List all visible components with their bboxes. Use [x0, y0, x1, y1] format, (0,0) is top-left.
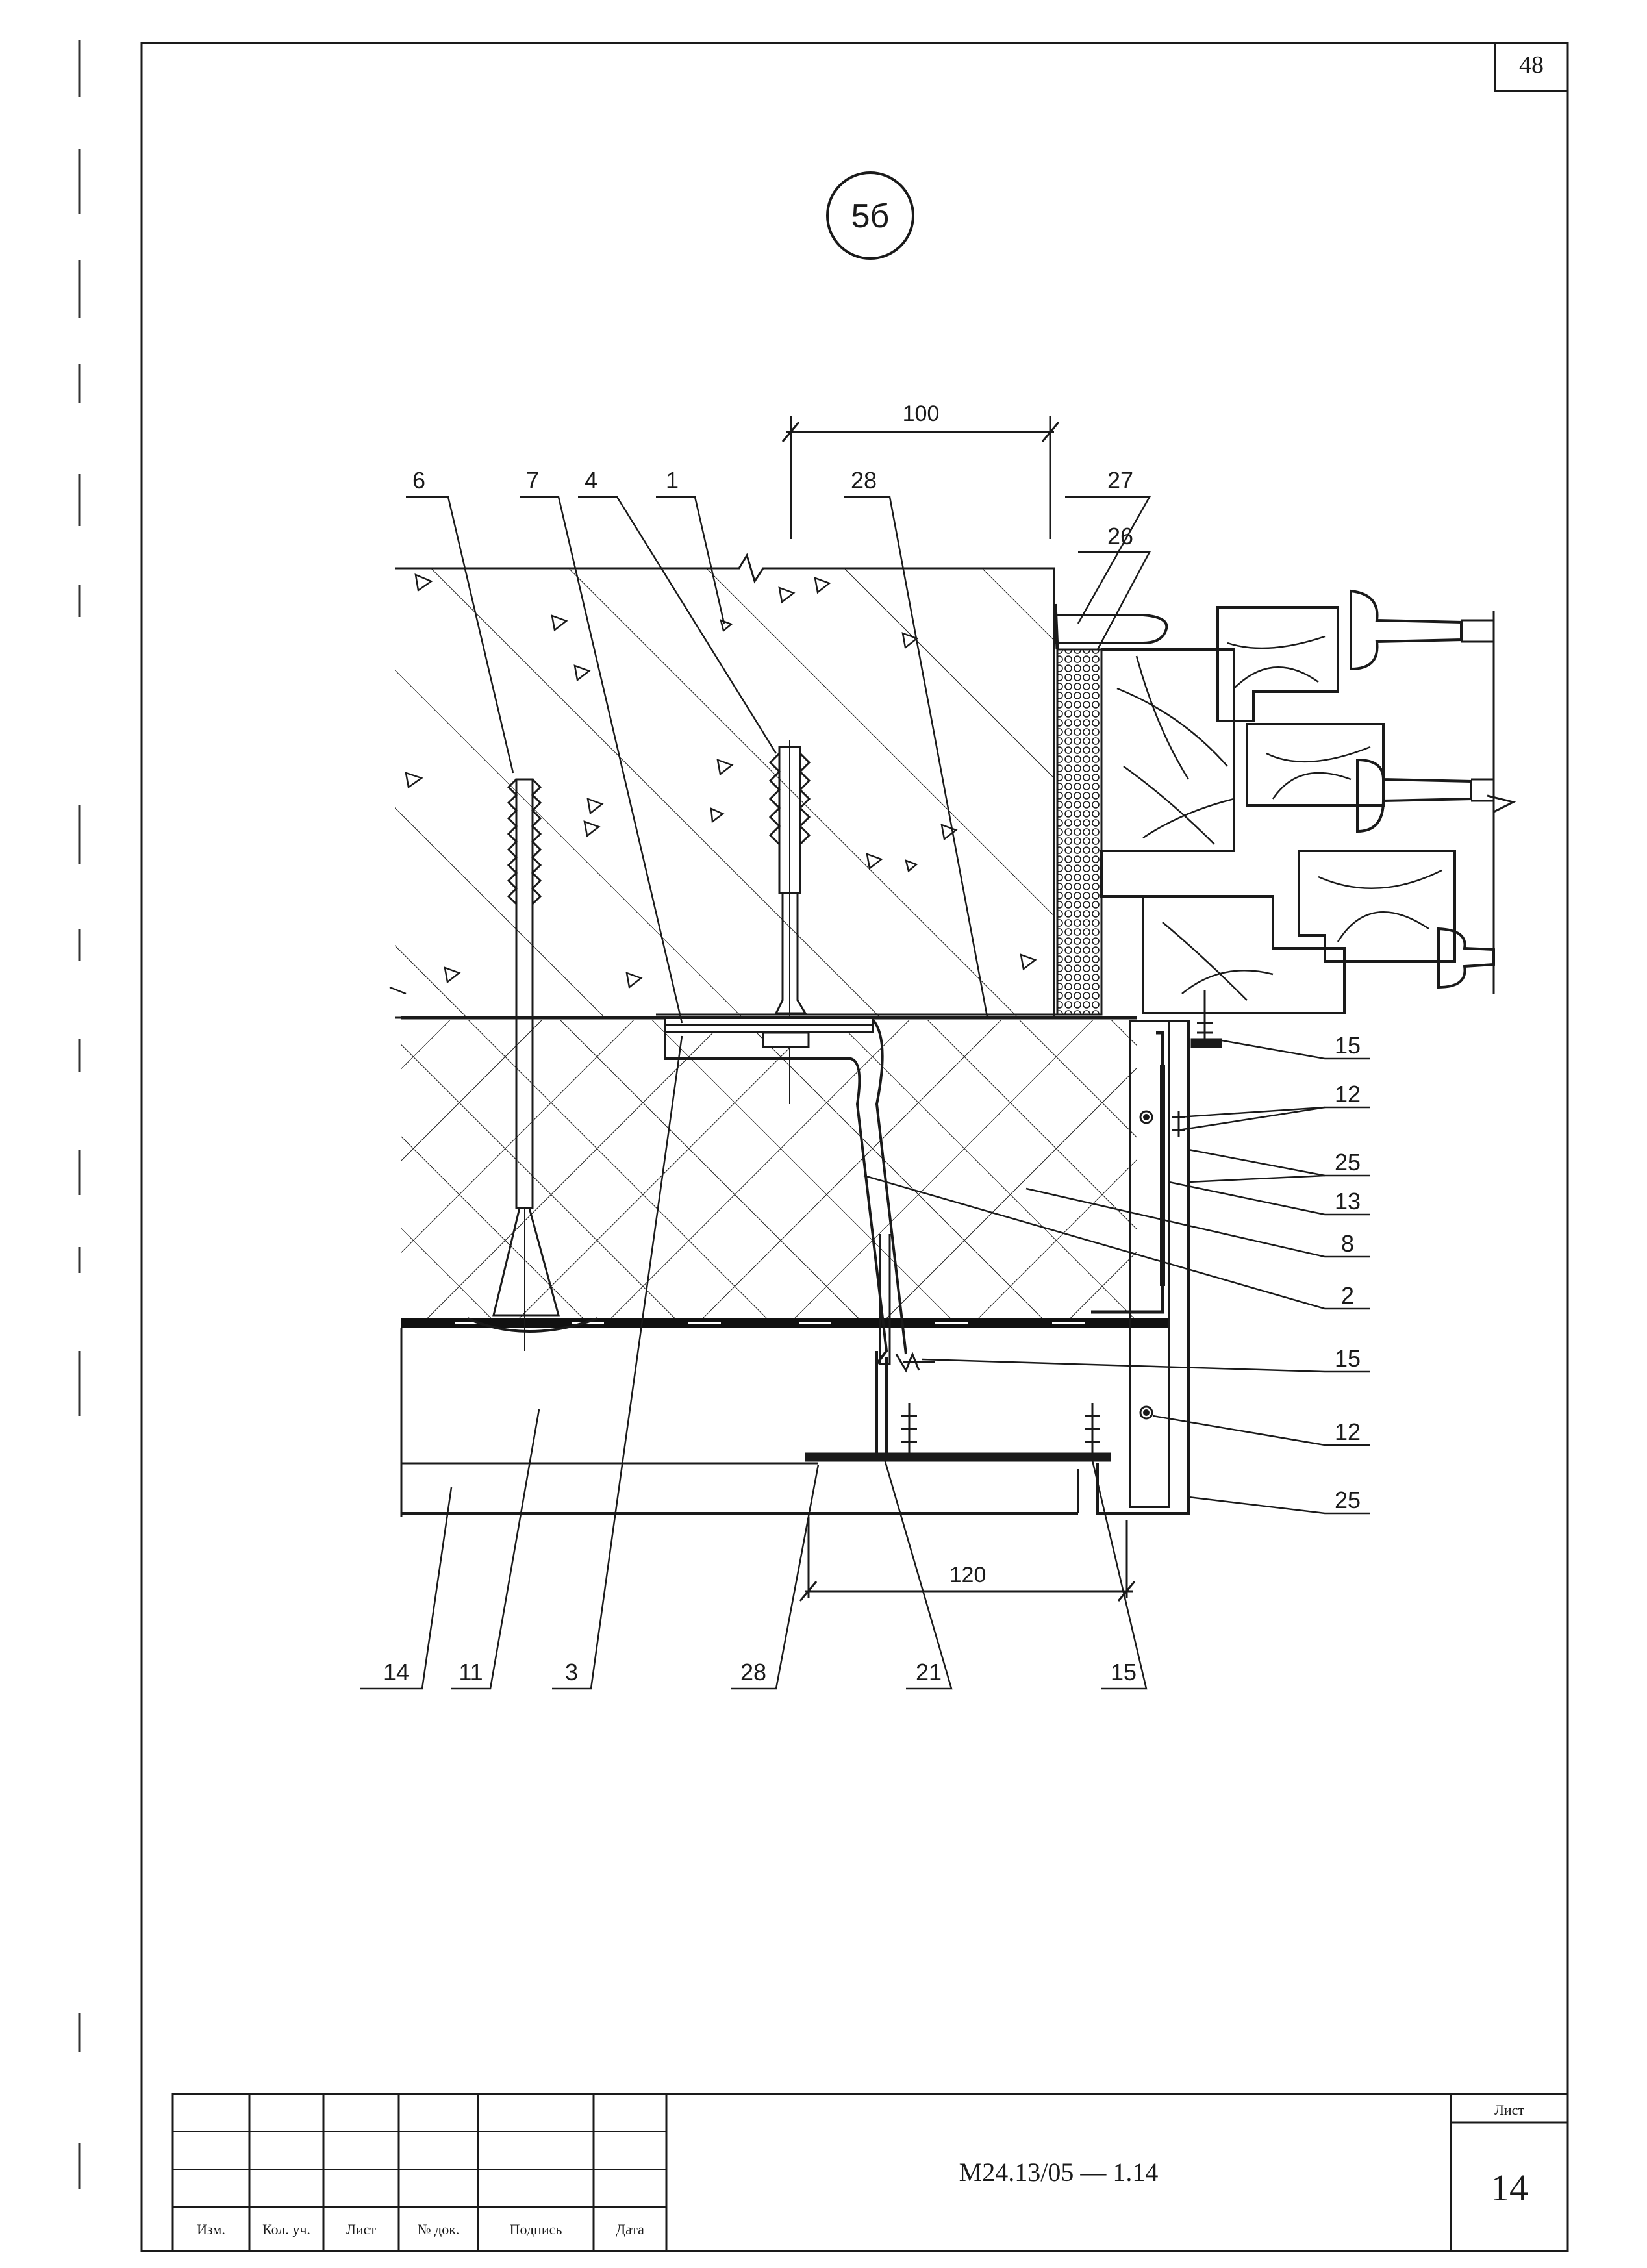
- corner-number: 48: [1519, 51, 1544, 79]
- callout-25-b: 25: [1335, 1487, 1361, 1513]
- callout-14: 14: [383, 1659, 409, 1685]
- title-block: [171, 2093, 1569, 2252]
- callout-4: 4: [585, 467, 597, 494]
- dimension-top-label: 100: [903, 401, 940, 426]
- callout-11: 11: [459, 1659, 483, 1685]
- callout-2: 2: [1341, 1282, 1354, 1309]
- window-frame: [1053, 589, 1516, 1016]
- leaders-top: [406, 496, 1151, 1024]
- windproof-membrane: [401, 1318, 1168, 1328]
- dimension-top: [781, 416, 1060, 539]
- callout-15-b: 15: [1335, 1345, 1361, 1372]
- self-tapping-screws: [895, 990, 1222, 1458]
- air-gap-and-cladding: [400, 1328, 1111, 1517]
- callout-27: 27: [1107, 467, 1133, 494]
- leaders-right: [863, 1038, 1370, 1515]
- callout-15-c: 15: [1111, 1659, 1137, 1685]
- tb-col-date: Дата: [616, 2221, 644, 2237]
- leaders-bottom: [360, 1035, 1148, 1690]
- callout-6: 6: [412, 467, 425, 494]
- dimension-bottom-label: 120: [949, 1563, 987, 1587]
- callout-1: 1: [666, 467, 679, 494]
- callout-12-a: 12: [1335, 1081, 1361, 1107]
- tb-col-rev: Изм.: [197, 2221, 225, 2237]
- window-slope-profile: [1091, 1020, 1190, 1515]
- sheet-number: 14: [1490, 2167, 1528, 2209]
- callout-21: 21: [916, 1659, 942, 1685]
- callout-26: 26: [1107, 523, 1133, 549]
- sheet-label: Лист: [1494, 2102, 1524, 2118]
- detail-mark-circle: [826, 171, 914, 260]
- tb-col-sign: Подпись: [510, 2221, 562, 2237]
- concrete-wall: [389, 553, 1055, 1019]
- callout-28-top: 28: [851, 467, 877, 494]
- callout-12-b: 12: [1335, 1418, 1361, 1445]
- document-code: М24.13/05 — 1.14: [959, 2158, 1159, 2187]
- dimension-bottom: [799, 1517, 1136, 1602]
- callout-25-a: 25: [1335, 1149, 1361, 1176]
- callout-28-bot: 28: [740, 1659, 766, 1685]
- insulation-layer: [401, 1016, 1137, 1320]
- tb-col-sheet: Лист: [346, 2221, 376, 2237]
- callout-8: 8: [1341, 1230, 1354, 1257]
- callout-7: 7: [526, 467, 539, 494]
- callout-15-a: 15: [1335, 1032, 1361, 1059]
- wall-bracket: [664, 1016, 907, 1455]
- callout-13: 13: [1335, 1188, 1361, 1215]
- corner-number-box: [1494, 43, 1568, 92]
- tb-col-count: Кол. уч.: [262, 2221, 310, 2237]
- facade-dowel: [467, 778, 598, 1351]
- callout-3: 3: [565, 1659, 578, 1685]
- detail-mark-label: 5б: [851, 197, 890, 235]
- tb-col-doc: № док.: [418, 2221, 460, 2237]
